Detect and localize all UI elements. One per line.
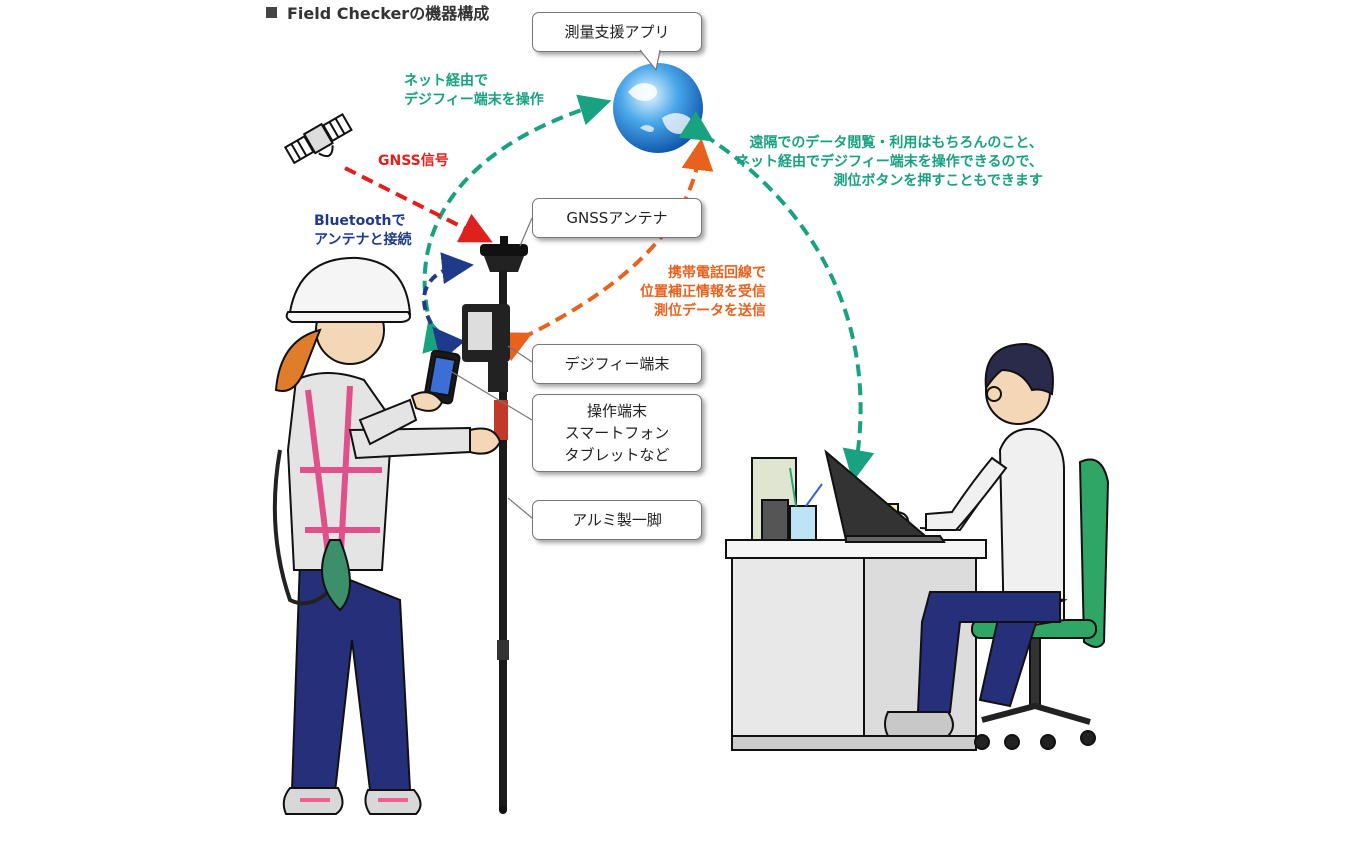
- figure-title: Field Checkerの機器構成: [266, 0, 489, 24]
- callout-gnss-antenna: GNSSアンテナ: [532, 198, 702, 238]
- digifi-terminal-device: [462, 304, 510, 392]
- office-worker: [884, 342, 1068, 737]
- note-bluetooth: Bluetoothで アンテナと接続: [314, 213, 412, 248]
- gnss-antenna: [480, 236, 528, 272]
- title-text: Field Checkerの機器構成: [287, 4, 490, 23]
- field-worker: [272, 256, 502, 815]
- note-remote: 遠隔でのデータ閲覧・利用はもちろんのこと、 ネット経由でデジフィー端末を操作でき…: [736, 135, 1043, 189]
- net-operation-arrow: [422, 94, 612, 354]
- monopod: [497, 270, 509, 814]
- callout-app: 測量支援アプリ: [532, 12, 702, 52]
- callout-operation-terminal-label: 操作端末 スマートフォン タブレットなど: [564, 402, 670, 464]
- note-mobile-line: 携帯電話回線で 位置補正情報を受信 測位データを送信: [640, 265, 766, 319]
- callout-app-label: 測量支援アプリ: [564, 23, 670, 41]
- laptop: [824, 449, 946, 543]
- holder: [494, 400, 508, 440]
- title-bullet: [266, 7, 277, 18]
- callout-gnss-antenna-label: GNSSアンテナ: [566, 209, 668, 227]
- gnss-signal-arrow: [344, 166, 493, 243]
- callout-monopod: アルミ製一脚: [532, 500, 702, 540]
- callout-digifi-terminal-label: デジフィー端末: [564, 355, 670, 373]
- remote-operation-arrow: [678, 110, 875, 482]
- bluetooth-arrow: [422, 252, 474, 362]
- callout-monopod-label: アルミ製一脚: [572, 511, 662, 529]
- satellite-icon: [283, 112, 353, 165]
- callout-operation-terminal: 操作端末 スマートフォン タブレットなど: [532, 394, 702, 472]
- callout-digifi-terminal: デジフィー端末: [532, 344, 702, 384]
- note-net-operation: ネット経由で デジフィー端末を操作: [404, 73, 544, 108]
- note-gnss-signal: GNSS信号: [378, 153, 449, 169]
- smartphone: [423, 349, 461, 405]
